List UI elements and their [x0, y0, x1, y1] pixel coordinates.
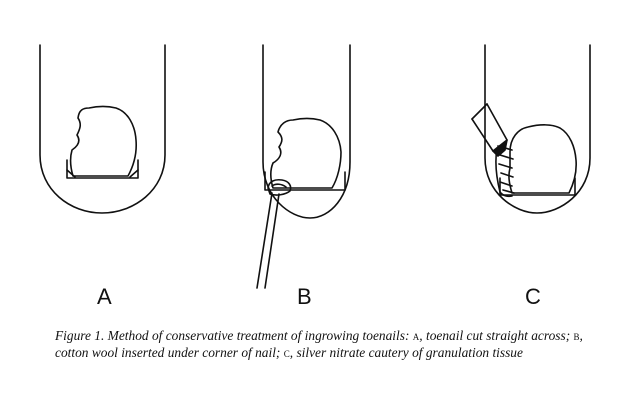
panel-c-cautery-tip — [493, 140, 507, 156]
caption-text-a: , toenail cut straight across; — [419, 328, 574, 343]
caption-letter-b: b — [573, 328, 580, 343]
panel-a-nail-bed — [67, 160, 138, 178]
panel-c-nail — [509, 125, 576, 193]
caption-text-b: , cotton wool inserted under corner of n… — [55, 328, 583, 360]
panel-label-c: C — [525, 284, 541, 309]
panel-label-b: B — [297, 284, 312, 309]
panel-a-cut-corner-left — [67, 170, 75, 177]
panel-b-cotton-wisp — [272, 184, 286, 187]
caption-letter-c: c — [283, 345, 290, 360]
panel-a-nail — [71, 107, 137, 177]
figure-caption: Figure 1. Method of conservative treatme… — [55, 327, 615, 361]
panel-a-cut-corner-right — [130, 170, 138, 177]
panel-b-toe-outline — [263, 45, 350, 218]
panel-label-a: A — [97, 284, 112, 309]
panel-a-toe-outline — [40, 45, 165, 213]
panel-b-applicator-stick — [257, 193, 279, 288]
panel-a-drawing — [40, 45, 165, 213]
panel-c-nail-bed — [500, 178, 575, 195]
caption-text-c: , silver nitrate cautery of granulation … — [289, 345, 523, 360]
toenail-treatment-illustration — [0, 0, 632, 320]
panel-c-toe-outline — [485, 45, 590, 213]
panel-c-cautery-stick — [472, 104, 507, 156]
panel-c-drawing — [472, 45, 590, 213]
caption-letter-a: a — [412, 328, 420, 343]
panel-b-nail — [271, 119, 341, 189]
panel-b-drawing — [257, 45, 350, 288]
panel-c-granulation-edge — [496, 148, 512, 196]
panel-b-nail-bed — [265, 172, 345, 190]
caption-lead: Figure 1. Method of conservative treatme… — [55, 328, 413, 343]
